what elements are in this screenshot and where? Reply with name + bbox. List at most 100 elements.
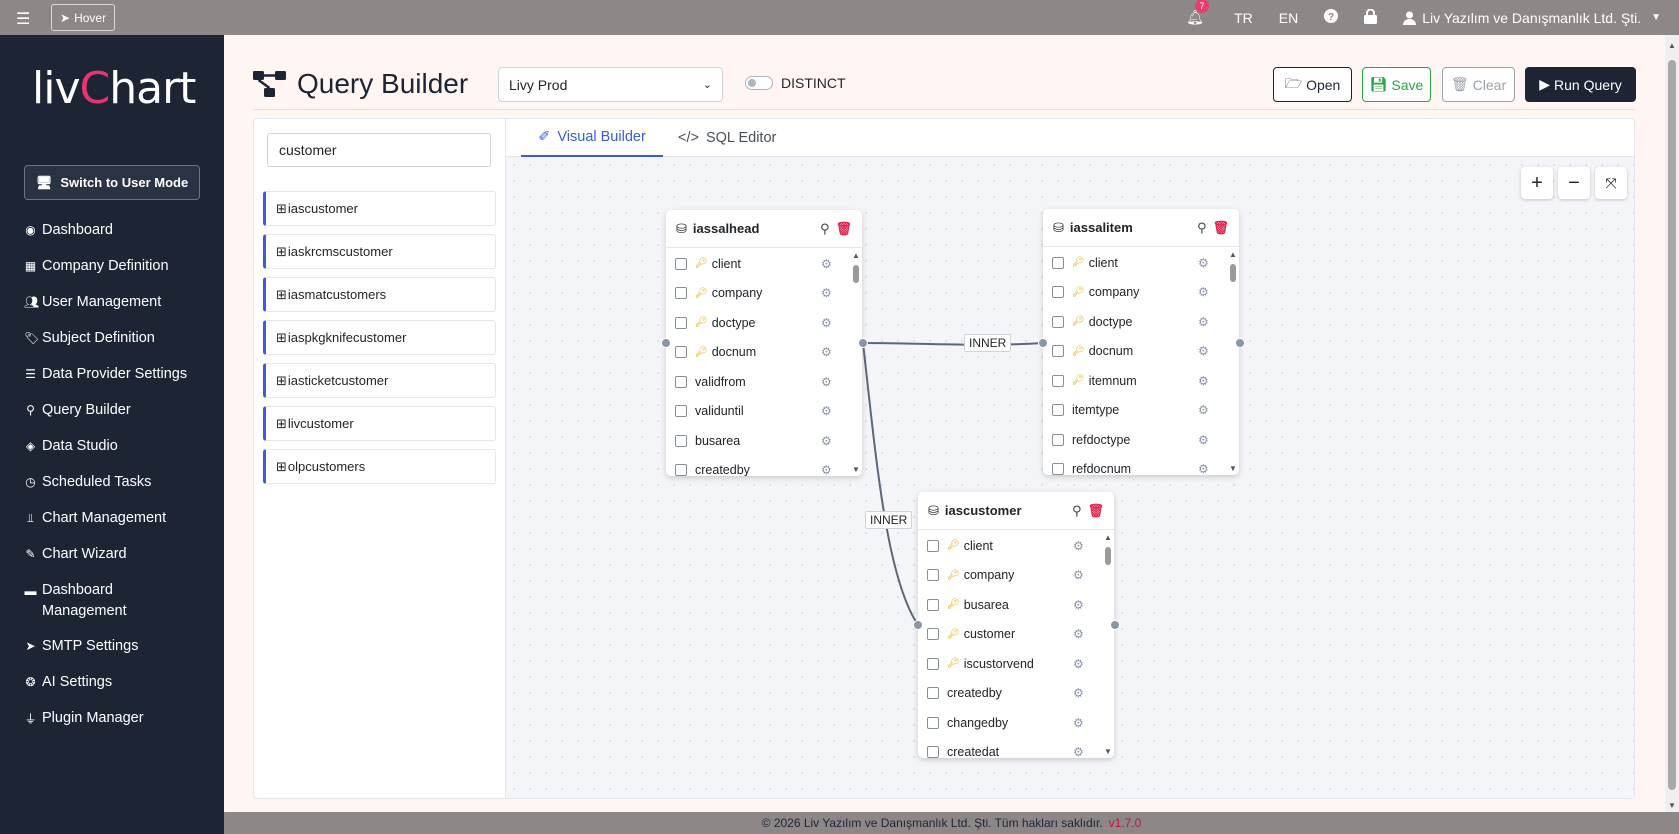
- table-search-input[interactable]: customer: [267, 133, 491, 167]
- field-row[interactable]: 🔑︎doctype⚙: [666, 308, 862, 338]
- sidebar-item-scheduled-tasks[interactable]: ◷Scheduled Tasks: [25, 474, 152, 490]
- gear-icon[interactable]: ⚙: [821, 404, 832, 419]
- field-row[interactable]: 🔑︎company⚙: [666, 279, 862, 309]
- sidebar-item-ai-settings[interactable]: ❂AI Settings: [25, 674, 113, 690]
- list-item[interactable]: ⊞iaspkgknifecustomer: [263, 320, 496, 355]
- field-row[interactable]: itemtype⚙: [1043, 396, 1239, 426]
- sidebar-item-data-studio[interactable]: ◈Data Studio: [25, 438, 118, 454]
- list-item[interactable]: ⊞iasticketcustomer: [263, 363, 496, 398]
- sidebar-item-chart-wizard[interactable]: ✎Chart Wizard: [25, 546, 127, 562]
- help-icon[interactable]: ?: [1324, 9, 1339, 26]
- list-item[interactable]: ⊞iasmatcustomers: [263, 277, 496, 312]
- node-scrollbar[interactable]: ▲▼: [852, 251, 860, 474]
- search-icon[interactable]: ⚲: [1071, 502, 1082, 518]
- zoom-out-button[interactable]: −: [1558, 167, 1590, 199]
- field-checkbox[interactable]: [927, 539, 939, 552]
- gear-icon[interactable]: ⚙: [1198, 462, 1209, 475]
- gear-icon[interactable]: ⚙: [1073, 627, 1084, 642]
- field-row[interactable]: createdat⚙: [918, 738, 1114, 758]
- field-row[interactable]: 🔑︎docnum⚙: [666, 338, 862, 368]
- gear-icon[interactable]: ⚙: [1073, 745, 1084, 758]
- field-checkbox[interactable]: [675, 405, 687, 418]
- field-row[interactable]: refdoctype⚙: [1043, 425, 1239, 455]
- connection-handle[interactable]: [1038, 338, 1048, 348]
- field-checkbox[interactable]: [1052, 463, 1064, 475]
- search-icon[interactable]: ⚲: [1196, 219, 1207, 235]
- list-item[interactable]: ⊞olpcustomers: [263, 449, 496, 484]
- field-checkbox[interactable]: [927, 687, 939, 700]
- sidebar-item-data-provider-settings[interactable]: ☰Data Provider Settings: [25, 366, 188, 382]
- sidebar-item-query-builder[interactable]: ⚲Query Builder: [24, 392, 214, 428]
- gear-icon[interactable]: ⚙: [821, 463, 832, 476]
- gear-icon[interactable]: ⚙: [821, 315, 832, 330]
- tab-visual-builder[interactable]: ✐ Visual Builder: [521, 119, 663, 157]
- field-checkbox[interactable]: [675, 464, 687, 476]
- zoom-in-button[interactable]: +: [1521, 167, 1553, 199]
- table-node-iassalitem[interactable]: ⛁ iassalitem ⚲ 🗑︎ 🔑︎client⚙ 🔑︎company⚙ 🔑…: [1043, 209, 1239, 475]
- search-icon[interactable]: ⚲: [819, 220, 830, 236]
- sidebar-item-smtp-settings[interactable]: ➤SMTP Settings: [25, 638, 139, 654]
- gear-icon[interactable]: ⚙: [821, 433, 832, 448]
- field-row[interactable]: 🔑︎company⚙: [1043, 278, 1239, 308]
- tab-sql-editor[interactable]: </> SQL Editor: [678, 130, 777, 146]
- field-row[interactable]: 🔑︎iscustorvend⚙: [918, 649, 1114, 679]
- fit-view-button[interactable]: ⤧: [1595, 167, 1627, 199]
- field-checkbox[interactable]: [1052, 256, 1064, 269]
- diagram-canvas[interactable]: + − ⤧ INNER INNER ⛁ iassalhead ⚲ 🗑︎ 🔑︎cl…: [506, 157, 1634, 798]
- field-row[interactable]: busarea⚙: [666, 426, 862, 456]
- field-checkbox[interactable]: [927, 657, 939, 670]
- open-button[interactable]: 🗁 Open: [1273, 67, 1352, 102]
- trash-icon[interactable]: 🗑︎: [1087, 502, 1104, 518]
- field-checkbox[interactable]: [675, 257, 687, 270]
- field-row[interactable]: 🔑︎busarea⚙: [918, 590, 1114, 620]
- gear-icon[interactable]: ⚙: [821, 286, 832, 301]
- notifications-button[interactable]: 🔔︎ 7: [1186, 0, 1210, 26]
- field-row[interactable]: validfrom⚙: [666, 367, 862, 397]
- gear-icon[interactable]: ⚙: [1198, 432, 1209, 447]
- field-checkbox[interactable]: [927, 628, 939, 641]
- gear-icon[interactable]: ⚙: [1073, 686, 1084, 701]
- distinct-toggle[interactable]: DISTINCT: [745, 75, 846, 91]
- field-row[interactable]: 🔑︎client⚙: [1043, 248, 1239, 278]
- connection-handle[interactable]: [1110, 620, 1120, 630]
- connection-handle[interactable]: [858, 338, 868, 348]
- field-row[interactable]: changedby⚙: [918, 708, 1114, 738]
- lock-icon[interactable]: [1364, 8, 1378, 27]
- node-scrollbar[interactable]: ▲▼: [1104, 533, 1112, 756]
- field-checkbox[interactable]: [927, 746, 939, 758]
- clear-button[interactable]: 🗑︎ Clear: [1442, 67, 1515, 102]
- field-checkbox[interactable]: [675, 375, 687, 388]
- distinct-switch[interactable]: [745, 76, 773, 90]
- gear-icon[interactable]: ⚙: [1073, 538, 1084, 553]
- field-row[interactable]: 🔑︎company⚙: [918, 561, 1114, 591]
- gear-icon[interactable]: ⚙: [821, 374, 832, 389]
- gear-icon[interactable]: ⚙: [1198, 255, 1209, 270]
- gear-icon[interactable]: ⚙: [1198, 285, 1209, 300]
- field-row[interactable]: 🔑︎client⚙: [918, 531, 1114, 561]
- gear-icon[interactable]: ⚙: [1073, 656, 1084, 671]
- table-node-iascustomer[interactable]: ⛁ iascustomer ⚲ 🗑︎ 🔑︎client⚙ 🔑︎company⚙ …: [918, 492, 1114, 758]
- field-checkbox[interactable]: [927, 598, 939, 611]
- list-item[interactable]: ⊞iaskrcmscustomer: [263, 234, 496, 269]
- list-item[interactable]: ⊞livcustomer: [263, 406, 496, 441]
- save-button[interactable]: 💾︎ Save: [1362, 67, 1431, 102]
- gear-icon[interactable]: ⚙: [1073, 597, 1084, 612]
- hover-button[interactable]: ➤ Hover: [51, 4, 116, 31]
- lang-en[interactable]: EN: [1278, 9, 1299, 26]
- field-checkbox[interactable]: [1052, 404, 1064, 417]
- field-row[interactable]: validuntil⚙: [666, 397, 862, 427]
- field-checkbox[interactable]: [1052, 286, 1064, 299]
- node-scrollbar[interactable]: ▲▼: [1229, 250, 1237, 473]
- connection-handle[interactable]: [913, 620, 923, 630]
- sidebar-item-subject-definition[interactable]: 🏷︎Subject Definition: [24, 330, 155, 346]
- field-checkbox[interactable]: [675, 316, 687, 329]
- connection-handle[interactable]: [1235, 338, 1245, 348]
- field-checkbox[interactable]: [675, 434, 687, 447]
- connection-handle[interactable]: [661, 338, 671, 348]
- field-row[interactable]: 🔑︎itemnum⚙: [1043, 366, 1239, 396]
- connection-select[interactable]: Livy Prod ⌄: [498, 67, 723, 102]
- field-checkbox[interactable]: [675, 346, 687, 359]
- menu-icon[interactable]: ☰: [16, 11, 31, 28]
- sidebar-item-dashboard[interactable]: ◉Dashboard: [25, 222, 113, 238]
- gear-icon[interactable]: ⚙: [1198, 314, 1209, 329]
